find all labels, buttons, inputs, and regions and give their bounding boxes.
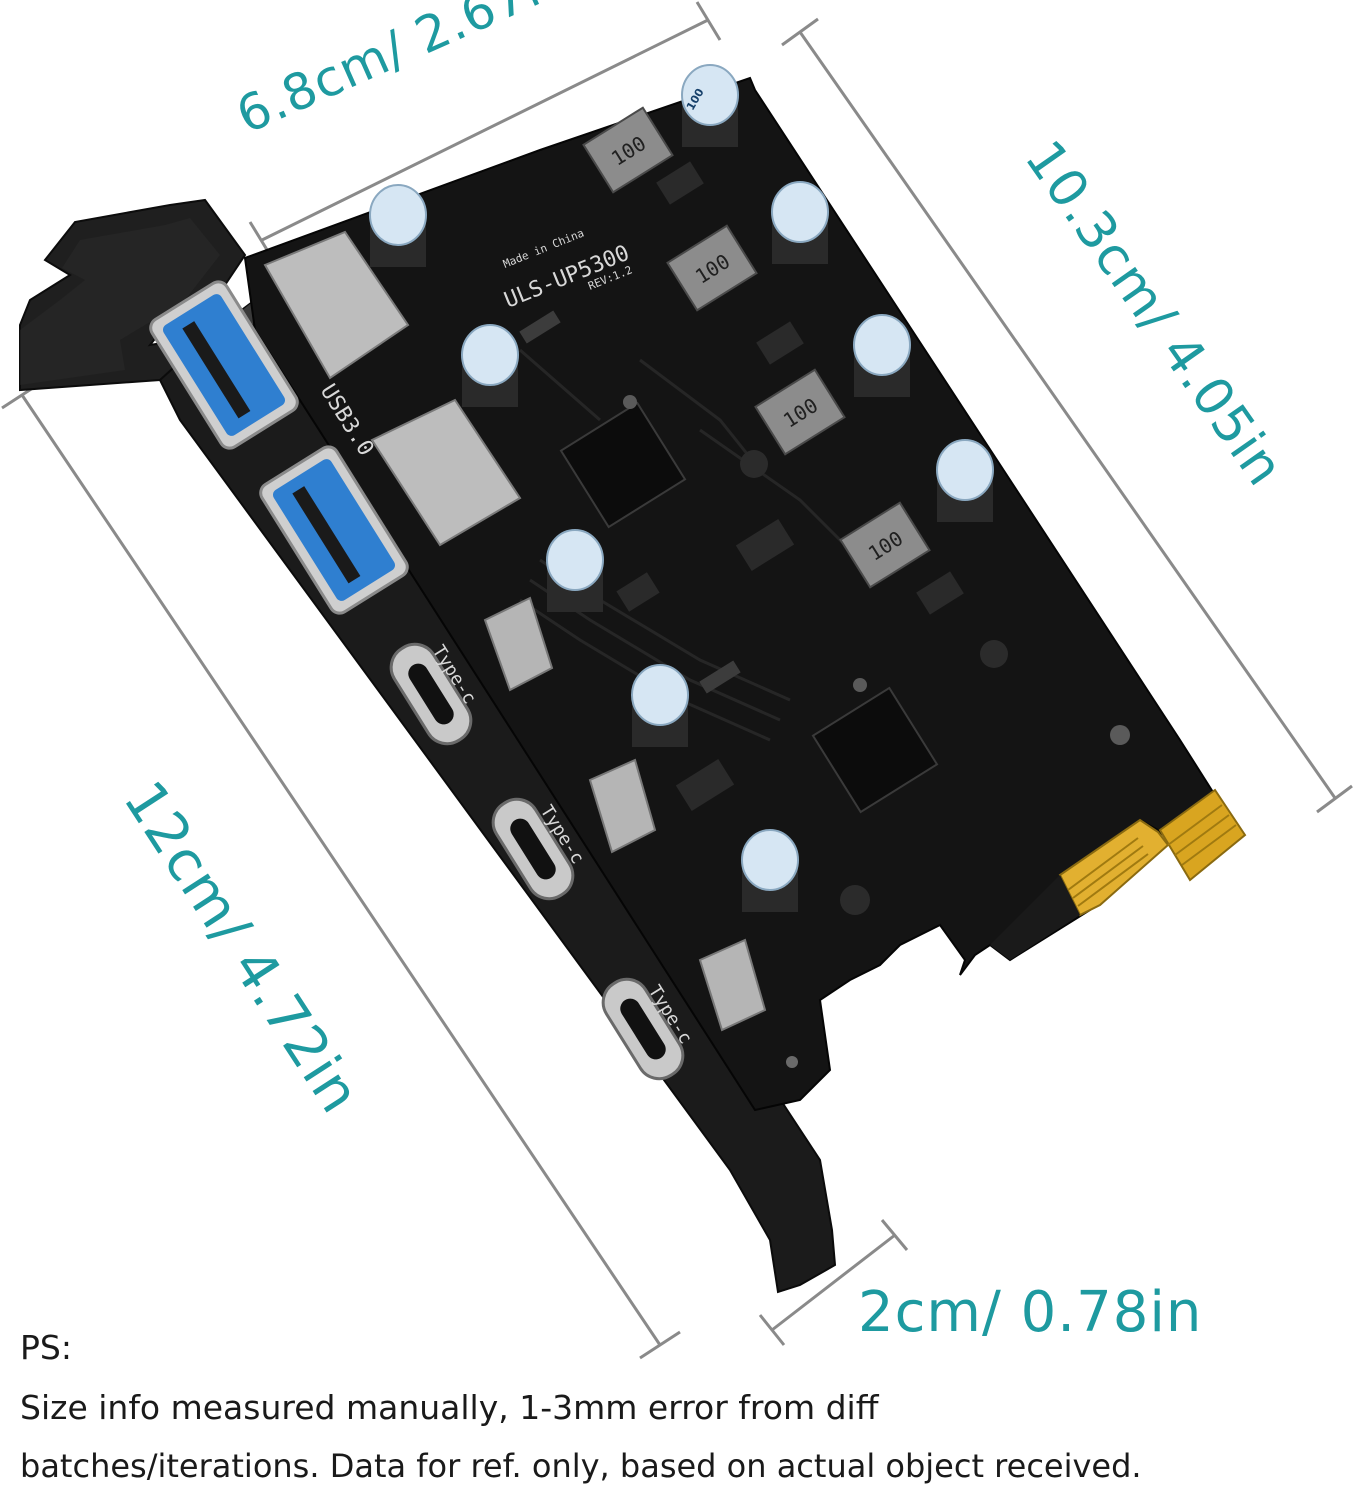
pcie-gold-fingers (990, 788, 1247, 960)
usb-c-port-icon (491, 797, 575, 901)
dimension-line-bracket (771, 1233, 896, 1332)
usb-c-port-icon (389, 642, 473, 746)
dimension-line-height (798, 31, 1337, 799)
smd-components (519, 310, 1130, 1068)
dimension-line-width (261, 18, 709, 242)
usb-a-housings (263, 230, 767, 1032)
note-heading: PS: (20, 1328, 72, 1367)
usb-c-port-icon (601, 977, 685, 1081)
dimension-lines (1, 1, 1353, 1360)
capacitors: 100 (369, 64, 994, 912)
inductors: 100 100 100 100 (582, 106, 931, 589)
usb-a-port-icon (149, 280, 299, 450)
usb-a-port-icon (259, 445, 409, 615)
ic-chips (559, 161, 964, 814)
bracket-dimension-label: 2cm/ 0.78in (858, 1280, 1203, 1345)
note-line-1: Size info measured manually, 1-3mm error… (20, 1388, 879, 1427)
note-line-2: batches/iterations. Data for ref. only, … (20, 1447, 1142, 1485)
dimension-line-length (20, 394, 662, 1346)
